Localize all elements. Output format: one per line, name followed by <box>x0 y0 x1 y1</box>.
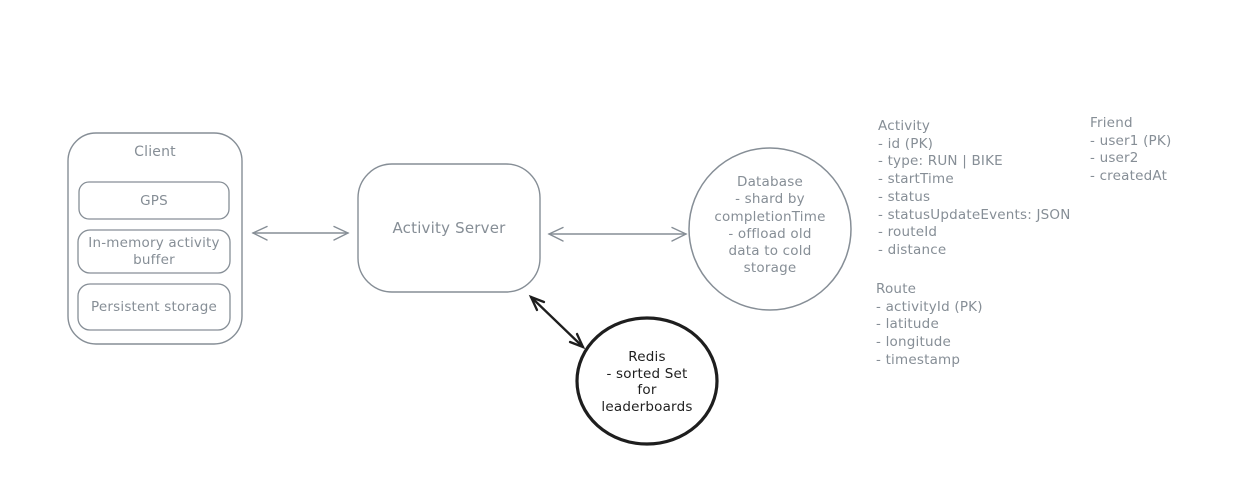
database-line: completionTime <box>714 208 826 225</box>
entity-activity: Activity - id (PK) - type: RUN | BIKE - … <box>878 118 1071 260</box>
entity-field: - routeId <box>878 224 938 241</box>
entity-activity-title: Activity <box>878 118 931 134</box>
entity-field: - longitude <box>876 334 951 351</box>
client-box <box>67 132 243 345</box>
redis-line: - sorted Set <box>606 365 688 382</box>
entity-field: - user1 (PK) <box>1090 132 1172 149</box>
entity-field: - latitude <box>876 316 939 333</box>
entity-field: - distance <box>878 241 947 258</box>
database-line: - shard by <box>735 191 805 208</box>
entity-field: - type: RUN | BIKE <box>878 153 1003 170</box>
entity-field: - id (PK) <box>878 135 934 152</box>
server-redis-arrow <box>528 294 586 350</box>
in-memory-buffer-label: In-memory activity buffer <box>88 234 220 268</box>
redis-line: for <box>637 382 657 398</box>
database-line: - offload old <box>728 225 812 242</box>
gps-label: GPS <box>140 192 168 209</box>
entity-field: - user2 <box>1090 150 1139 167</box>
persistent-storage-box <box>77 283 231 331</box>
redis-line: leaderboards <box>601 398 693 415</box>
gps-box <box>78 181 230 220</box>
entity-field: - statusUpdateEvents: JSON <box>878 206 1071 223</box>
entity-route: Route - activityId (PK) - latitude - lon… <box>876 281 983 370</box>
in-memory-buffer-box <box>77 229 231 274</box>
entity-route-title: Route <box>876 281 917 297</box>
database-title: Database <box>736 174 803 190</box>
redis-title: Redis <box>628 349 666 365</box>
database-line: data to cold <box>728 243 812 260</box>
entity-friend-title: Friend <box>1090 115 1133 131</box>
server-database-arrow <box>547 226 688 242</box>
entity-field: - createdAt <box>1090 168 1168 185</box>
database-line: storage <box>743 260 797 277</box>
persistent-storage-label: Persistent storage <box>91 299 217 315</box>
entity-field: - status <box>878 188 931 205</box>
redis-text: Redis - sorted Set for leaderboards <box>582 349 712 415</box>
entity-friend: Friend - user1 (PK) - user2 - createdAt <box>1090 115 1171 186</box>
entity-field: - startTime <box>878 171 954 188</box>
client-server-arrow <box>251 225 350 241</box>
activity-server-box <box>357 163 541 293</box>
entity-field: - activityId (PK) <box>876 298 983 315</box>
entity-field: - timestamp <box>876 351 961 368</box>
database-circle <box>688 147 852 311</box>
database-text: Database - shard by completionTime - off… <box>700 174 840 278</box>
client-title: Client <box>134 144 176 160</box>
activity-server-label: Activity Server <box>392 219 506 237</box>
redis-circle <box>575 316 719 446</box>
